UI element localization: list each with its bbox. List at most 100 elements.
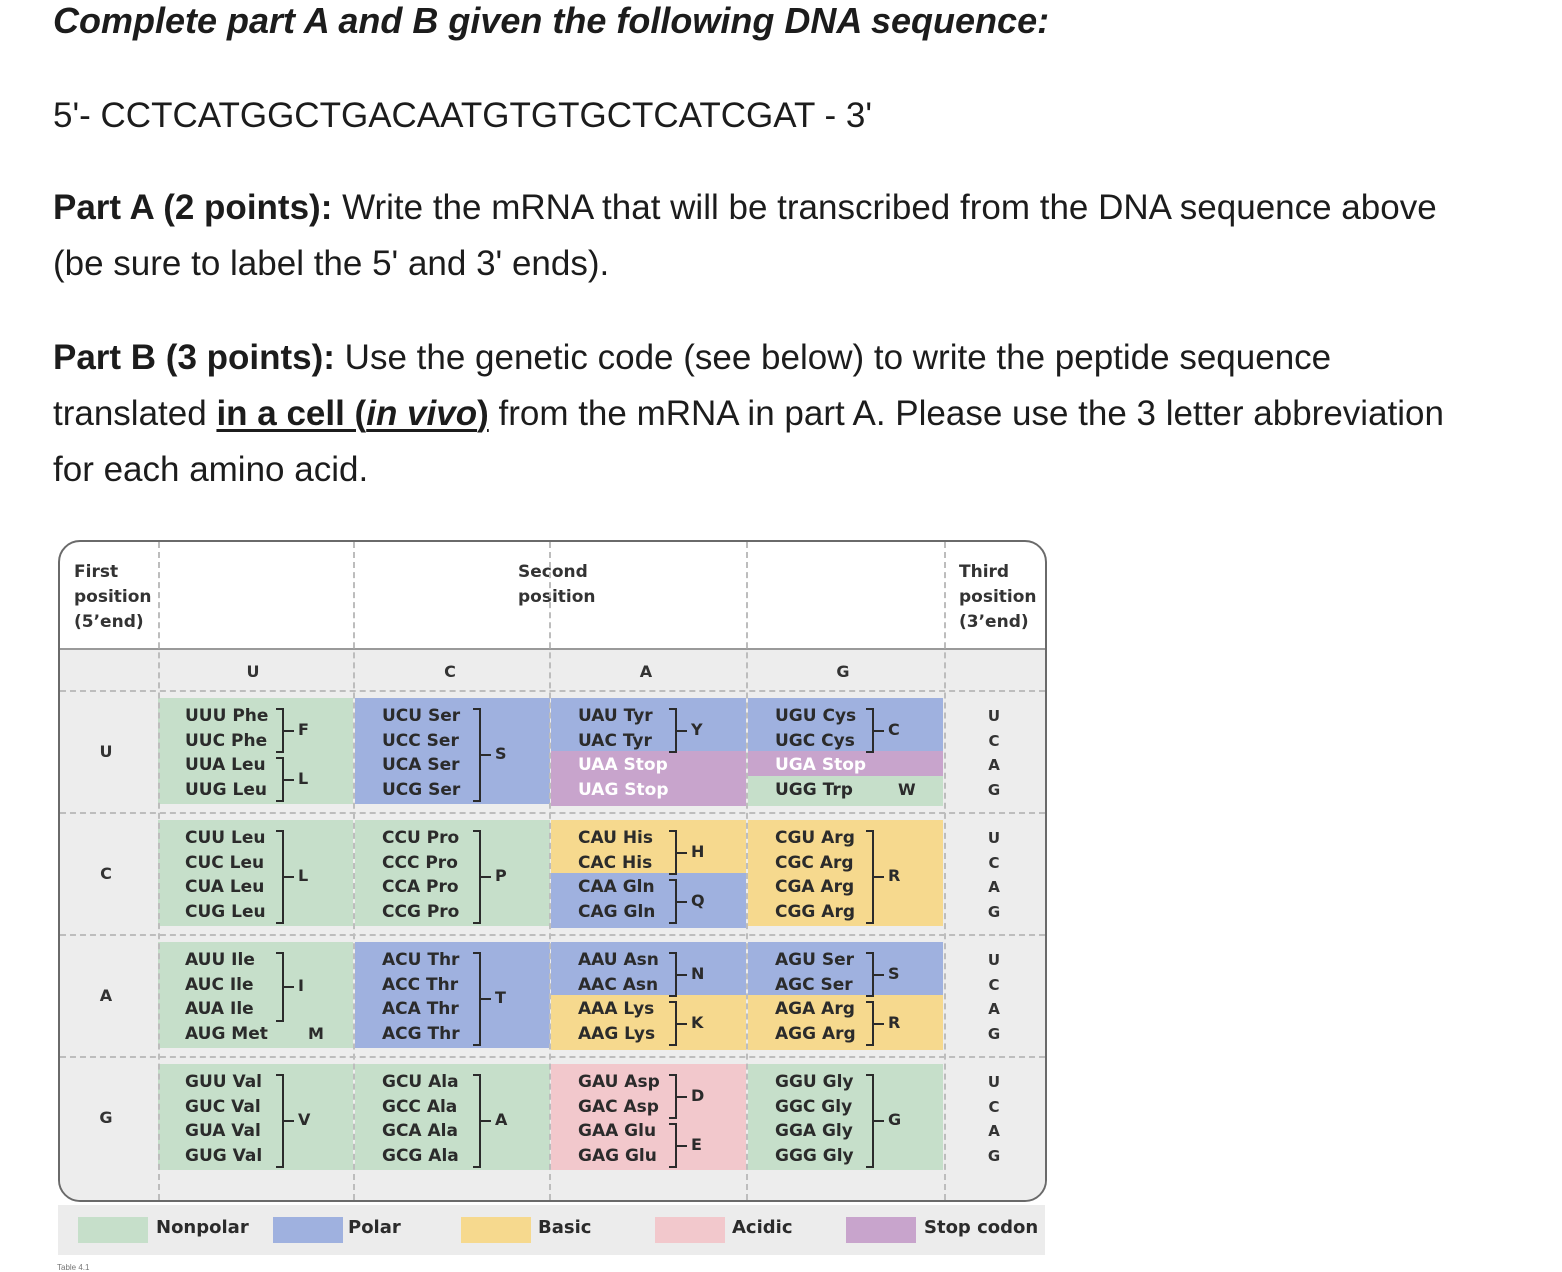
group-background (158, 942, 353, 1049)
amino-acid-letter: L (298, 866, 309, 886)
legend-label: Acidic (732, 1217, 793, 1238)
group-background (355, 942, 550, 1049)
bracket-tick (284, 985, 294, 988)
legend-label: Polar (348, 1217, 401, 1238)
codon: AAG Lys (578, 1023, 656, 1044)
first-base-label: C (100, 864, 112, 883)
bracket-tick (481, 754, 491, 757)
bracket (473, 952, 481, 1047)
legend-swatch (78, 1217, 148, 1243)
codon: GAC Asp (578, 1096, 659, 1117)
bracket-tick (677, 851, 687, 854)
group-background (551, 873, 746, 929)
third-base: C (988, 975, 1000, 994)
codon: GAU Asp (578, 1072, 660, 1092)
codon: GGU Gly (775, 1072, 854, 1092)
codon: GAA Glu (578, 1121, 657, 1142)
codon: UCG Ser (382, 779, 461, 800)
bracket (669, 952, 677, 998)
codon: AGA Arg (775, 999, 855, 1020)
amino-acid-letter: N (691, 963, 705, 983)
amino-acid-letter: K (691, 1012, 704, 1032)
codon: UUA Leu (185, 755, 266, 776)
third-base: U (987, 951, 1001, 969)
amino-acid-letter: R (888, 1012, 901, 1032)
table-label: Table 4.1 (57, 1263, 90, 1272)
bracket-tick (677, 1022, 687, 1025)
group-background (551, 751, 746, 807)
part-a-label: Part A (2 points): (53, 188, 333, 227)
bracket-tick (677, 973, 687, 976)
codon: AUA Ile (185, 999, 254, 1020)
group-background (158, 820, 353, 927)
codon: GGA Gly (775, 1121, 853, 1142)
amino-acid-letter: P (495, 866, 507, 886)
codon: UGG Trp (775, 779, 853, 800)
codon: GUG Val (185, 1145, 263, 1166)
codon: CCA Pro (382, 877, 459, 898)
codon: UCU Ser (382, 706, 461, 726)
third-base: U (987, 707, 1001, 725)
codon: CCG Pro (382, 901, 460, 922)
third-base: G (987, 1146, 1001, 1165)
group-background (551, 942, 746, 996)
bracket (473, 830, 481, 925)
second-base-label: C (444, 662, 456, 681)
codon: AAA Lys (578, 999, 655, 1020)
third-base: G (987, 902, 1001, 921)
codon: GGG Gly (775, 1145, 854, 1166)
bracket-tick (874, 876, 884, 879)
bracket-tick (874, 973, 884, 976)
group-background (748, 1064, 943, 1171)
group-background (748, 751, 943, 776)
legend-label: Nonpolar (156, 1217, 249, 1238)
amino-acid-letter: A (495, 1110, 508, 1130)
codon: GAG Glu (578, 1145, 657, 1166)
bracket-tick (481, 1120, 491, 1123)
legend-swatch (655, 1217, 725, 1243)
bracket (276, 952, 284, 1022)
codon: GGC Gly (775, 1096, 853, 1117)
column-separator (353, 542, 355, 1200)
codon: CUA Leu (185, 877, 265, 898)
second-base-label: G (836, 662, 850, 681)
bracket-tick (481, 998, 491, 1001)
legend-swatch (461, 1217, 531, 1243)
third-base: A (988, 878, 1000, 897)
legend-swatch (273, 1217, 343, 1243)
part-b-text-1: Use the genetic code (see below) to writ… (53, 338, 1332, 433)
third-base: G (987, 1024, 1001, 1043)
column-separator (746, 542, 748, 1200)
bracket-tick (677, 1144, 687, 1147)
third-base: U (987, 1073, 1001, 1091)
amino-acid-letter: C (888, 719, 900, 739)
third-base: C (988, 731, 1000, 750)
bracket-tick (284, 778, 294, 781)
third-base: U (987, 829, 1001, 847)
amino-acid-letter: Y (691, 719, 703, 739)
codon: CUG Leu (185, 901, 266, 922)
group-background (748, 820, 943, 927)
bracket (669, 1123, 677, 1169)
codon: GUC Val (185, 1096, 261, 1117)
codon: CCC Pro (382, 852, 458, 873)
